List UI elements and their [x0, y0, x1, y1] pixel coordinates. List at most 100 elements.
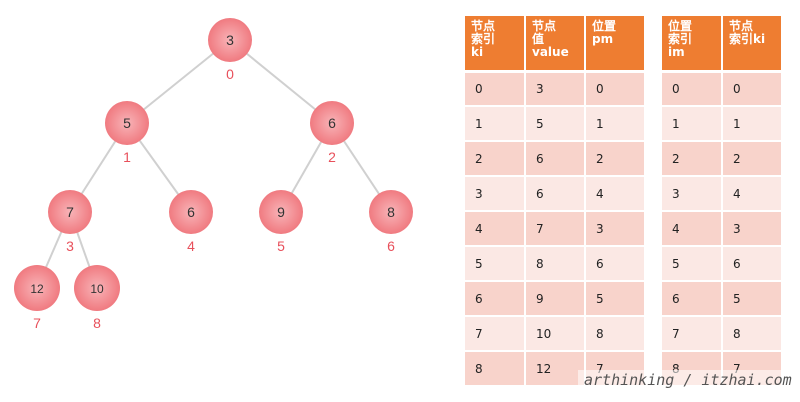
position-table-cell: 1 — [722, 106, 783, 142]
position-table-cell: 5 — [662, 246, 723, 282]
header-position-index: 位置 索引 im — [662, 16, 723, 73]
tree-node-value: 10 — [90, 282, 104, 296]
node-table-cell: 4 — [465, 211, 526, 247]
tree-edges — [36, 39, 392, 289]
tree-node-circle — [169, 190, 213, 234]
tree-node-value: 7 — [66, 204, 74, 220]
node-table-cell: 3 — [525, 71, 586, 107]
position-table-cell: 3 — [662, 176, 723, 212]
tree-node-index: 8 — [93, 315, 101, 331]
tree-node-value: 6 — [187, 204, 195, 220]
header-node-index: 节点 索引 ki — [465, 16, 526, 73]
tree-node-circle — [74, 265, 120, 311]
position-table-header-row: 位置 索引 im 节点 索引ki — [662, 16, 783, 73]
node-table-cell: 1 — [465, 106, 526, 142]
watermark: arthinking / itzhai.com — [578, 370, 798, 390]
tree-node-index: 5 — [277, 238, 285, 254]
position-table-cell: 2 — [722, 141, 783, 177]
node-table-cell: 2 — [465, 141, 526, 177]
tree-edge — [126, 39, 231, 124]
node-table-cell: 6 — [465, 281, 526, 317]
node-table-cell: 7 — [465, 316, 526, 352]
node-table-cell: 6 — [525, 141, 586, 177]
node-table-cell: 12 — [525, 351, 586, 387]
tree-node-circle — [369, 190, 413, 234]
node-table-cell: 0 — [585, 71, 646, 107]
tree-node-circle — [105, 101, 149, 145]
node-table-cell: 3 — [585, 211, 646, 247]
node-table-cell: 8 — [465, 351, 526, 387]
tree-node-value: 5 — [123, 115, 131, 131]
tree-node-value: 8 — [387, 204, 395, 220]
tree-node-circle — [310, 101, 354, 145]
position-table-cell: 6 — [722, 246, 783, 282]
node-table-cell: 9 — [525, 281, 586, 317]
node-table-cell: 2 — [585, 141, 646, 177]
tree-node: 10 8 — [74, 265, 120, 331]
tree-node: 95 — [259, 190, 303, 254]
node-table-cell: 5 — [465, 246, 526, 282]
node-table-cell: 7 — [525, 211, 586, 247]
position-table-cell: 4 — [662, 211, 723, 247]
node-table-cell: 8 — [525, 246, 586, 282]
header-node-index-ki: 节点 索引ki — [722, 16, 783, 73]
node-table-cell: 5 — [525, 106, 586, 142]
position-table-cell: 2 — [662, 141, 723, 177]
tree-node-value: 9 — [277, 204, 285, 220]
tree-node-index: 7 — [33, 315, 41, 331]
node-table-cell: 6 — [585, 246, 646, 282]
tree-node-circle — [14, 265, 60, 311]
node-table-cell: 5 — [585, 281, 646, 317]
tree-node-value: 6 — [328, 115, 336, 131]
tree-node-value: 12 — [30, 282, 44, 296]
position-table-cell: 8 — [722, 316, 783, 352]
tree-node-circle — [48, 190, 92, 234]
tree-node-index: 1 — [123, 149, 131, 165]
node-table-header-row: 节点 索引 ki 节点 值 value 位置 pm — [465, 16, 646, 73]
position-table-cell: 4 — [722, 176, 783, 212]
tree-node-index: 0 — [226, 66, 234, 82]
header-node-value: 节点 值 value — [525, 16, 586, 73]
position-table-cell: 0 — [662, 71, 723, 107]
position-table-cell: 5 — [722, 281, 783, 317]
node-table-cell: 6 — [525, 176, 586, 212]
tree-node-value: 3 — [226, 32, 234, 48]
tree-node-index: 4 — [187, 238, 195, 254]
position-table-cell: 0 — [722, 71, 783, 107]
tree-node: 51 — [105, 101, 149, 165]
tree-node-index: 6 — [387, 238, 395, 254]
tree-node: 12 7 — [14, 265, 60, 331]
node-table-cell: 10 — [525, 316, 586, 352]
tree-node-circle — [259, 190, 303, 234]
node-table-cell: 8 — [585, 316, 646, 352]
header-position-pm: 位置 pm — [585, 16, 646, 73]
node-table-cell: 3 — [465, 176, 526, 212]
node-table-cell: 1 — [585, 106, 646, 142]
tree-node: 62 — [310, 101, 354, 165]
tree-node: 86 — [369, 190, 413, 254]
node-table-cell: 4 — [585, 176, 646, 212]
position-table-cell: 3 — [722, 211, 783, 247]
node-table-cell: 0 — [465, 71, 526, 107]
